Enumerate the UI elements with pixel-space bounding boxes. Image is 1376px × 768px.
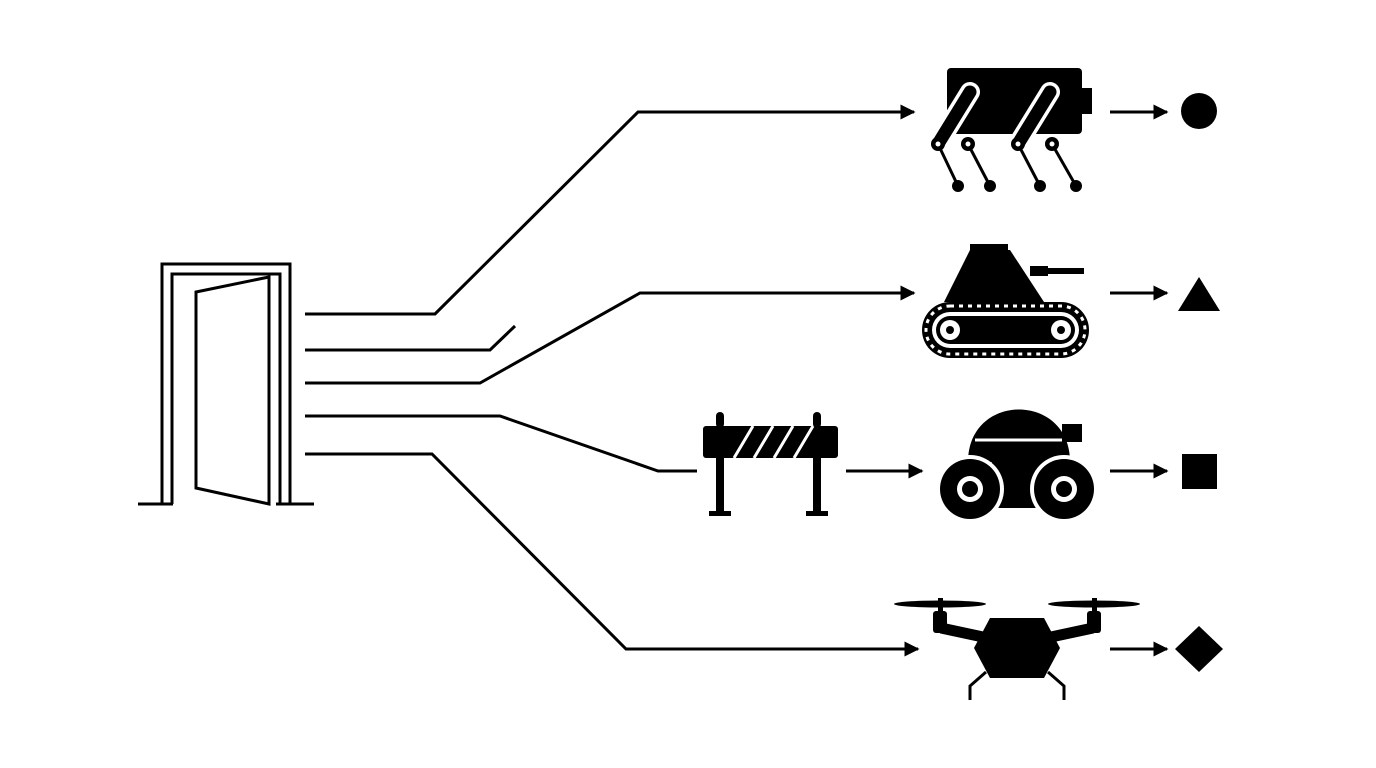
path-to-drone [305,452,920,657]
square-icon [1182,454,1217,489]
quadruped-leg [1045,137,1082,192]
path-lines [305,104,924,657]
wheeled-dome-robot-icon [936,409,1098,523]
quadruped-robot-icon [928,68,1092,192]
quadruped-leg [961,137,996,192]
quadruped-leg [1008,82,1060,192]
path-to-quadruped [305,104,916,316]
circle-icon [1181,93,1217,129]
barrier-icon [703,412,838,516]
outcome-arrows [1110,104,1169,657]
quadruped-leg [928,82,980,192]
triangle-icon [1178,277,1220,311]
door-icon [138,262,314,506]
path-dead-end [305,324,517,352]
path-to-tank [305,285,916,385]
path-to-barrier [305,414,697,473]
tracked-tank-robot-icon [922,244,1089,358]
drone-icon [894,598,1140,700]
diamond-icon [1175,626,1223,672]
